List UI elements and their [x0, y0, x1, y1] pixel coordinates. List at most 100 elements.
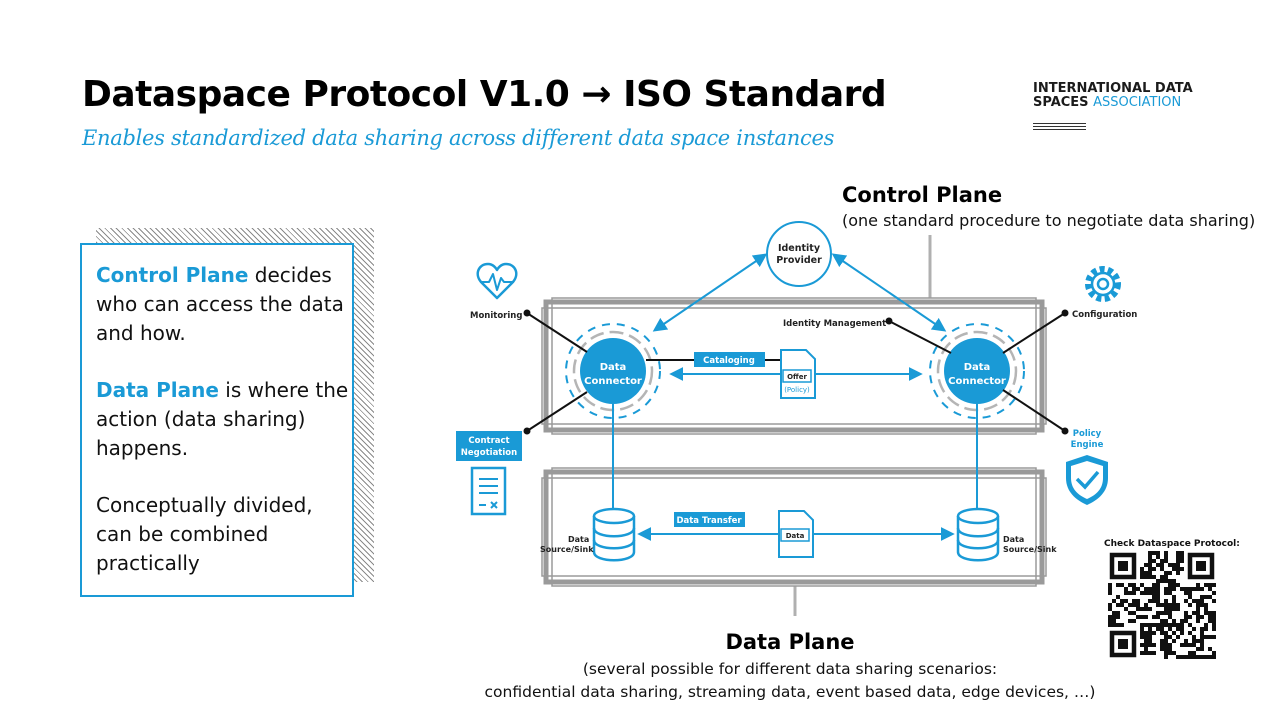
qr-module [1132, 603, 1136, 607]
qr-module [1180, 627, 1184, 631]
qr-module [1180, 551, 1184, 555]
connector-right-label-2: Connector [948, 376, 1006, 387]
qr-module [1204, 583, 1208, 587]
qr-module [1144, 623, 1148, 627]
qr-module [1116, 595, 1120, 599]
qr-module [1148, 627, 1152, 631]
qr-module [1160, 575, 1164, 579]
qr-module [1152, 595, 1156, 599]
qr-module [1164, 607, 1168, 611]
qr-module [1184, 599, 1188, 603]
qr-module [1108, 591, 1112, 595]
qr-module [1144, 615, 1148, 619]
contract-label-1: Contract [468, 436, 509, 446]
qr-module [1184, 619, 1188, 623]
qr-module [1156, 611, 1160, 615]
qr-module [1140, 583, 1144, 587]
qr-module [1152, 599, 1156, 603]
qr-module [1196, 607, 1200, 611]
callout-control-highlight: Control Plane [96, 263, 249, 287]
control-plane-frame [541, 297, 1047, 435]
qr-module [1184, 643, 1188, 647]
control-plane-heading: Control Plane [842, 183, 1003, 207]
qr-module [1116, 615, 1120, 619]
qr-module [1188, 591, 1192, 595]
qr-module [1124, 607, 1128, 611]
qr-module [1204, 603, 1208, 607]
qr-module [1156, 555, 1160, 559]
data-connector-right: Data Connector [929, 323, 1025, 419]
qr-module [1192, 599, 1196, 603]
qr-module [1172, 595, 1176, 599]
identity-provider-label-1: Identity [778, 243, 821, 254]
qr-module [1128, 591, 1132, 595]
qr-module [1188, 623, 1192, 627]
qr-module [1112, 599, 1116, 603]
qr-module [1196, 611, 1200, 615]
heart-monitor-icon [476, 262, 518, 300]
qr-module [1152, 643, 1156, 647]
qr-module [1144, 563, 1148, 567]
qr-module [1148, 631, 1152, 635]
qr-module [1140, 567, 1144, 571]
qr-module [1164, 611, 1168, 615]
qr-module [1204, 595, 1208, 599]
qr-module [1200, 599, 1204, 603]
qr-module [1188, 655, 1192, 659]
qr-module [1200, 643, 1204, 647]
qr-module [1184, 591, 1188, 595]
connector-left-label-1: Data [600, 362, 627, 373]
qr-module [1172, 587, 1176, 591]
qr-module [1176, 583, 1180, 587]
qr-module [1204, 627, 1208, 631]
qr-module [1160, 563, 1164, 567]
qr-module [1144, 603, 1148, 607]
qr-module [1176, 559, 1180, 563]
qr-module [1188, 615, 1192, 619]
policy-engine-line [1002, 389, 1066, 432]
qr-module [1124, 599, 1128, 603]
qr-module [1192, 651, 1196, 655]
qr-module [1172, 607, 1176, 611]
qr-module [1168, 623, 1172, 627]
qr-module [1208, 615, 1212, 619]
qr-module [1176, 551, 1180, 555]
qr-module [1148, 575, 1152, 579]
qr-module [1108, 583, 1112, 587]
identity-provider-node: Identity Provider [766, 221, 832, 287]
qr-module [1116, 623, 1120, 627]
qr-module [1132, 587, 1136, 591]
data-plane-description-2: confidential data sharing, streaming dat… [484, 683, 1096, 701]
qr-module [1172, 631, 1176, 635]
qr-module [1156, 587, 1160, 591]
qr-module [1164, 591, 1168, 595]
qr-module [1184, 611, 1188, 615]
qr-module [1160, 623, 1164, 627]
cataloging-badge: Cataloging [694, 352, 765, 367]
qr-module [1212, 655, 1216, 659]
qr-module [1176, 627, 1180, 631]
qr-module [1168, 591, 1172, 595]
qr-module [1168, 571, 1172, 575]
qr-module [1132, 583, 1136, 587]
qr-module [1144, 647, 1148, 651]
qr-module [1124, 587, 1128, 591]
qr-module [1148, 571, 1152, 575]
qr-module [1200, 647, 1204, 651]
qr-module [1148, 555, 1152, 559]
qr-module [1168, 647, 1172, 651]
qr-module [1188, 587, 1192, 591]
qr-module [1164, 599, 1168, 603]
control-plane-description: (one standard procedure to negotiate dat… [842, 211, 1256, 230]
qr-module [1212, 583, 1216, 587]
qr-module [1180, 567, 1184, 571]
qr-module [1200, 627, 1204, 631]
qr-module [1200, 631, 1204, 635]
callout-box: Control Plane decides who can access the… [80, 243, 354, 597]
offer-label: Offer [787, 373, 807, 381]
qr-module [1196, 599, 1200, 603]
qr-module [1176, 607, 1180, 611]
source-right-label-2: Source/Sink [1003, 545, 1057, 554]
policy-label: (Policy) [784, 386, 810, 394]
contract-negotiation-badge: Contract Negotiation [456, 431, 522, 461]
